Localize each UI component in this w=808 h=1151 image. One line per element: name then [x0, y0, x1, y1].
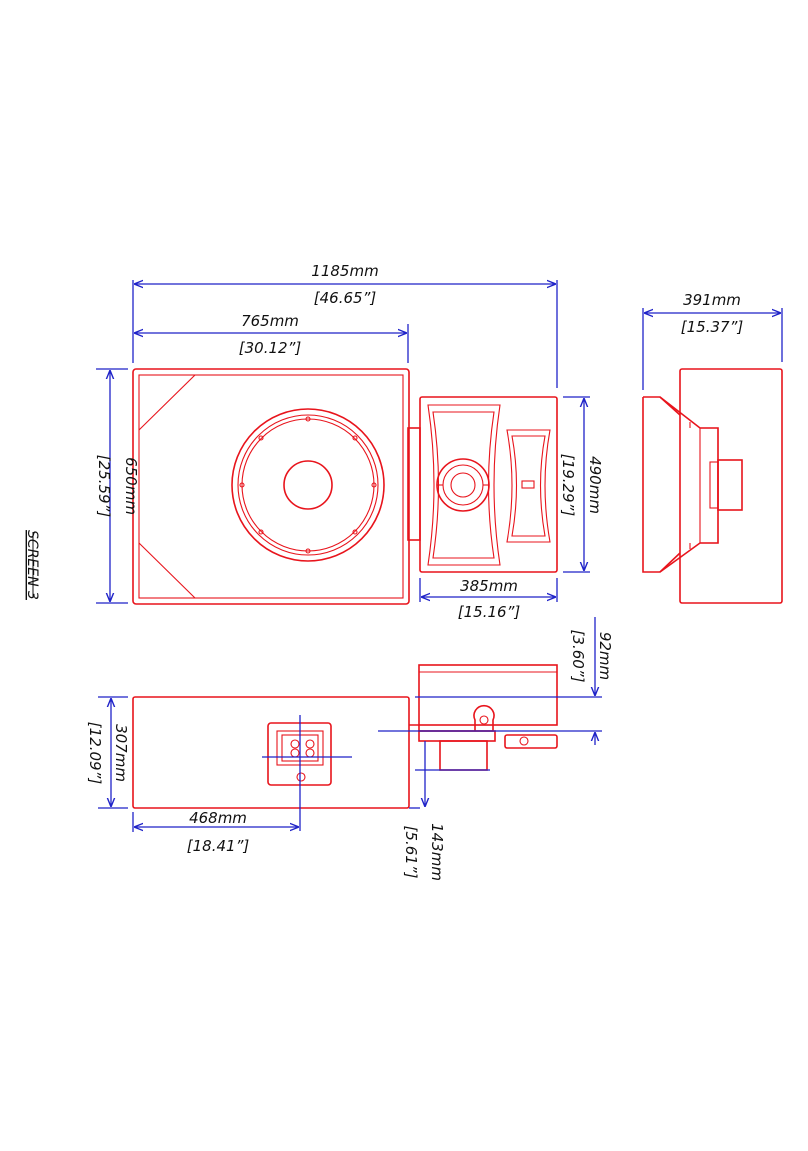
- front-view-cabinet: [132, 368, 410, 605]
- dim-rear-offset-mm: 143mm: [428, 823, 446, 881]
- dim-connector-pos-in: [18.41”]: [187, 837, 250, 855]
- dim-connector-pos-mm: 468mm: [189, 809, 247, 827]
- dim-cabinet-width-mm: 765mm: [241, 312, 299, 330]
- dim-rear-offset-in: [5.61”]: [402, 826, 420, 879]
- dim-horn-width-in: [15.16”]: [458, 603, 521, 621]
- top-view: [132, 664, 558, 809]
- dim-horn-width-mm: 385mm: [460, 577, 518, 595]
- dimension-lines: [96, 280, 783, 832]
- sheet-label: SCREEN 3: [24, 530, 40, 600]
- dim-cabinet-height-mm: 650mm: [122, 457, 140, 515]
- side-view: [642, 368, 783, 604]
- woofer: [231, 408, 385, 562]
- dim-cabinet-height-in: [25.59”]: [95, 455, 113, 518]
- front-view-horn-module: [407, 396, 558, 573]
- dim-top-depth-mm: 307mm: [112, 724, 130, 782]
- dim-side-depth-mm: 391mm: [683, 291, 741, 309]
- dim-overall-width-mm: 1185mm: [311, 262, 378, 280]
- dim-horn-offset-in: [3.60”]: [569, 630, 587, 683]
- dim-top-depth-in: [12.09”]: [86, 722, 104, 785]
- dim-horn-offset-mm: 92mm: [596, 632, 614, 680]
- dim-overall-width-in: [46.65”]: [314, 289, 377, 307]
- dim-cabinet-width-in: [30.12”]: [239, 339, 302, 357]
- dim-horn-height-in: [19.29”]: [559, 454, 577, 517]
- dim-horn-height-mm: 490mm: [586, 456, 604, 514]
- dim-side-depth-in: [15.37”]: [681, 318, 744, 336]
